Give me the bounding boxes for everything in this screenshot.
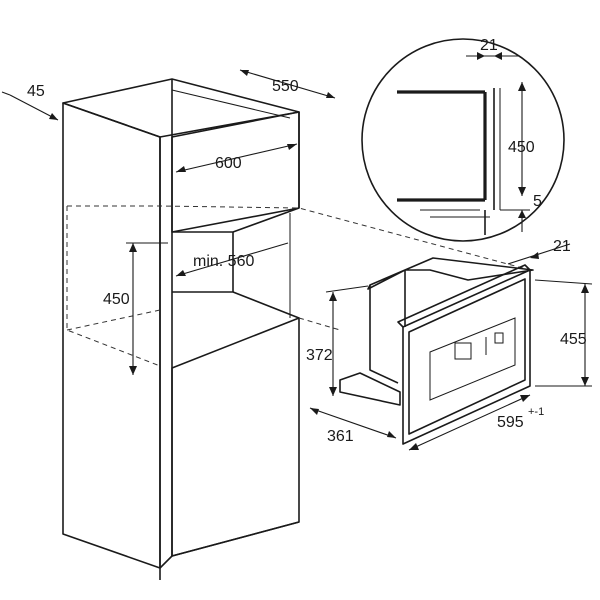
label-niche-height: 450 [103,291,130,308]
projection-lines [66,205,531,367]
label-niche-width: 600 [215,155,242,172]
label-appliance-depth: 361 [327,428,354,445]
tall-cabinet [62,78,300,580]
label-frame-width-tolerance: +-1 [528,406,544,418]
coffee-machine [339,257,534,445]
label-detail-offset: 5 [533,193,542,210]
label-frame-gap: 21 [480,37,498,54]
label-frame-depth: 21 [553,238,571,255]
label-detail-height: 450 [508,139,535,156]
label-cabinet-depth: 45 [27,83,45,100]
label-appliance-height: 372 [306,347,333,364]
label-cabinet-width: 550 [272,78,299,95]
label-frame-height: 455 [560,331,587,348]
detail-circle [361,38,565,242]
dimension-lines [1,52,593,451]
label-niche-min-width: min. 560 [193,253,254,270]
label-frame-width: 595 [497,414,524,431]
